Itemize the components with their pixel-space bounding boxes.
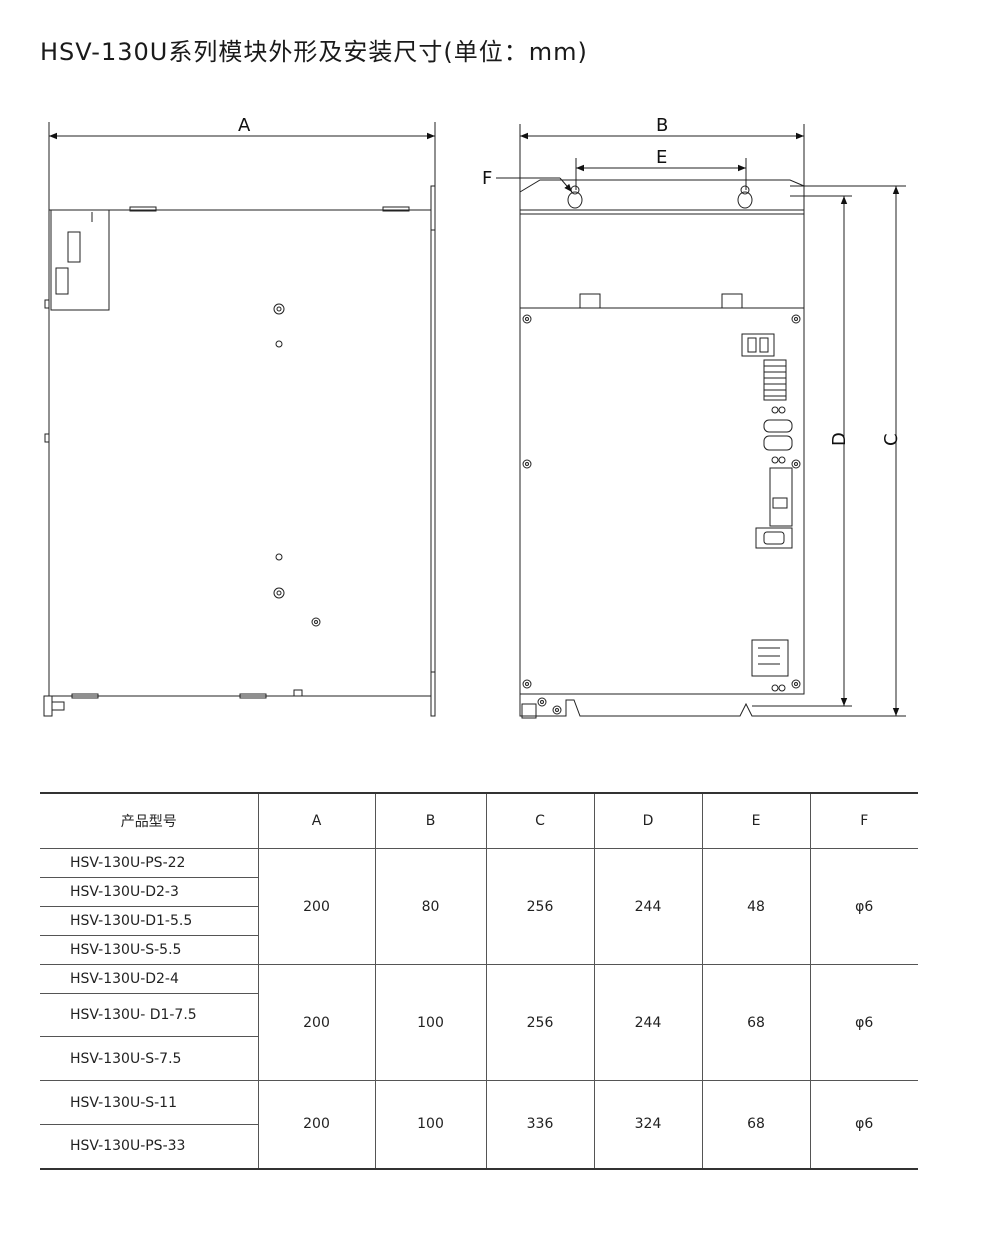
value-d: 324 <box>593 1080 702 1170</box>
model-cell: HSV-130U-D2-4 <box>40 964 258 994</box>
table-row: HSV-130U-S-5.5 <box>40 935 918 965</box>
model-cell: HSV-130U-D1-5.5 <box>40 906 258 936</box>
table-row: HSV-130U-D2-3 <box>40 877 918 907</box>
table-row: HSV-130U-S-7.5 <box>40 1036 918 1081</box>
model-cell: HSV-130U-PS-22 <box>40 848 258 878</box>
dimension-drawing: A <box>43 115 906 719</box>
dim-label-d: D <box>829 432 850 446</box>
header-e: E <box>701 792 810 849</box>
model-cell: HSV-130U-D2-3 <box>40 877 258 907</box>
page-title: HSV-130U系列模块外形及安装尺寸(单位：mm) <box>40 38 588 66</box>
dim-label-a: A <box>238 115 251 136</box>
value-a: 200 <box>257 848 375 965</box>
table-row: HSV-130U-D1-5.5 <box>40 906 918 936</box>
header-model: 产品型号 <box>40 792 258 849</box>
value-b: 100 <box>374 1080 486 1170</box>
table-row: HSV-130U-PS-22 200 80 256 244 48 φ6 <box>40 848 918 965</box>
model-cell: HSV-130U- D1-7.5 <box>40 993 258 1037</box>
value-d: 244 <box>593 848 702 965</box>
front-view <box>496 124 906 719</box>
value-f: φ6 <box>809 848 918 965</box>
header-d: D <box>593 792 702 849</box>
value-e: 68 <box>701 964 810 1081</box>
model-cell: HSV-130U-S-7.5 <box>40 1036 258 1081</box>
model-cell: HSV-130U-S-5.5 <box>40 935 258 965</box>
value-b: 80 <box>374 848 486 965</box>
header-a: A <box>257 792 375 849</box>
side-view <box>43 122 436 717</box>
table-row: HSV-130U-S-11 200 100 336 324 68 φ6 <box>40 1080 918 1170</box>
header-f: F <box>809 792 918 849</box>
table-row: HSV-130U- D1-7.5 <box>40 993 918 1037</box>
dim-label-c: C <box>881 433 902 446</box>
value-e: 48 <box>701 848 810 965</box>
value-f: φ6 <box>809 964 918 1081</box>
table-header-row: 产品型号 A B C D E F <box>40 792 918 849</box>
value-d: 244 <box>593 964 702 1081</box>
value-c: 256 <box>485 964 594 1081</box>
dim-label-e: E <box>656 147 667 168</box>
dim-label-f: F <box>482 168 492 189</box>
value-f: φ6 <box>809 1080 918 1170</box>
value-b: 100 <box>374 964 486 1081</box>
value-c: 336 <box>485 1080 594 1170</box>
header-b: B <box>374 792 486 849</box>
dimension-table: 产品型号 A B C D E F HSV-130U-PS-22 200 80 2… <box>40 792 918 1170</box>
value-e: 68 <box>701 1080 810 1170</box>
dim-label-b: B <box>656 115 668 136</box>
value-a: 200 <box>257 1080 375 1170</box>
model-cell: HSV-130U-PS-33 <box>40 1124 258 1170</box>
model-cell: HSV-130U-S-11 <box>40 1080 258 1125</box>
header-c: C <box>485 792 594 849</box>
table-row: HSV-130U-PS-33 <box>40 1124 918 1170</box>
value-c: 256 <box>485 848 594 965</box>
table-row: HSV-130U-D2-4 200 100 256 244 68 φ6 <box>40 964 918 1081</box>
value-a: 200 <box>257 964 375 1081</box>
